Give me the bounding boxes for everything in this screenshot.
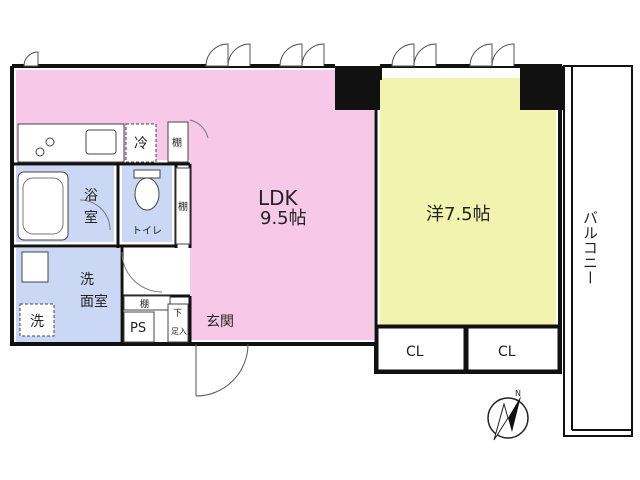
fridge-label: 冷	[134, 136, 148, 152]
hall-shelf-label: 棚	[140, 298, 149, 310]
entrance-door	[195, 343, 249, 397]
compass-n-label: N	[515, 389, 521, 398]
closet-right-label: CL	[498, 344, 516, 360]
entrance-label: 玄関	[206, 313, 234, 330]
bathtub-inner	[22, 177, 64, 235]
entrance-area	[190, 305, 248, 340]
kitchen-shelf-label: 棚	[172, 136, 182, 149]
fridge-space	[125, 123, 157, 163]
washroom-label-1: 洗	[80, 272, 94, 288]
closet-right-box	[467, 327, 559, 371]
ldk-size: 9.5帖	[260, 208, 307, 229]
kitchen-counter	[17, 123, 125, 163]
inner-door-swings	[79, 119, 209, 293]
shoe-box-label-top: 下	[173, 309, 182, 319]
toilet-label: トイレ	[132, 226, 162, 237]
bath-label-2: 室	[84, 209, 98, 226]
toilet-shelf-label: 棚	[178, 200, 188, 213]
toilet-tank	[133, 169, 161, 179]
ps-label: PS	[130, 321, 146, 336]
window-swings	[23, 43, 515, 67]
western-room-area	[380, 78, 556, 326]
shoe-box	[167, 303, 189, 343]
closet-left-box	[377, 327, 465, 371]
bath-label-1: 浴	[84, 188, 98, 204]
ldk-label: LDK	[258, 186, 299, 210]
ps-box	[123, 311, 155, 343]
shoe-box-label-bottom: 足入	[171, 327, 187, 336]
column-mid	[372, 66, 382, 80]
balcony-label: バルコニー	[581, 210, 599, 285]
hall-shelf	[123, 295, 171, 311]
washbasin	[21, 251, 49, 283]
washer-space	[19, 303, 55, 337]
toilet-shelf	[175, 167, 191, 245]
washer-label: 洗	[30, 314, 44, 330]
kitchen-shelf	[167, 121, 189, 163]
washroom-label-2: 面室	[80, 293, 108, 310]
balcony-outline	[563, 65, 633, 437]
compass	[487, 396, 529, 441]
toilet-bowl	[134, 177, 160, 211]
ldk-area-main	[190, 70, 374, 340]
western-room-label: 洋7.5帖	[426, 204, 491, 225]
closet-left-label: CL	[406, 344, 424, 360]
column-right	[520, 66, 564, 110]
